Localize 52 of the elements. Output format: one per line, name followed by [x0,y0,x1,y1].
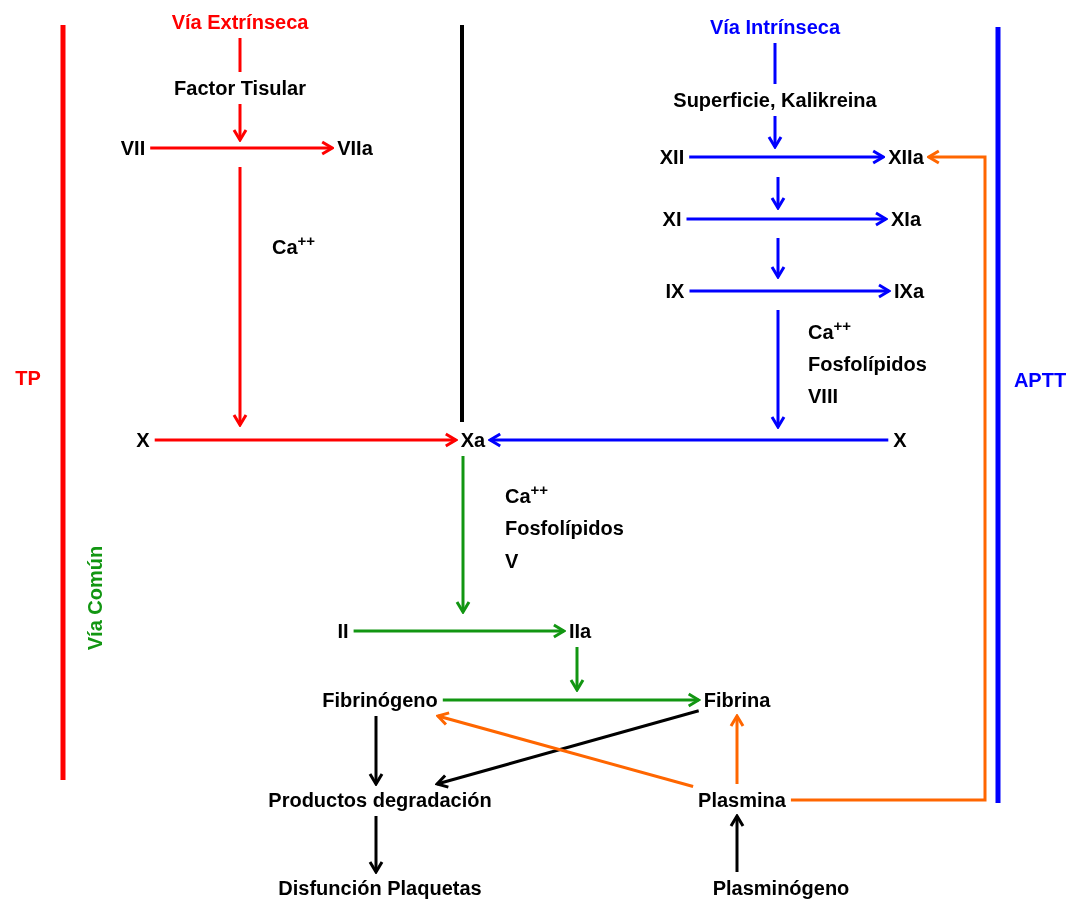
arrow [150,140,334,156]
factor-label: X [893,429,907,451]
connector-line [238,38,242,72]
factor-label: XIa [891,208,921,230]
factor-label: Fibrinógeno [322,689,438,711]
factor-label: IX [665,280,685,302]
cofactor-label: Fosfolípidos [808,353,927,375]
cofactor-label: Ca$^{++}$ [505,485,549,507]
bracket-label: Vía Común [84,545,106,651]
arrow [729,714,745,784]
arrow [488,432,889,448]
connector-line [773,43,777,84]
cofactor-label: Fosfolípidos [505,517,624,539]
arrow [232,104,248,142]
arrow [154,432,458,448]
factor-label: Xa [460,429,486,451]
factor-label: Disfunción Plaquetas [278,877,482,899]
arrow [569,647,585,692]
arrow [442,692,701,708]
arrow [729,814,745,872]
arrow [368,816,384,874]
pathway-title: Vía Intrínseca [709,16,841,38]
factor-label: Plasmina [698,789,786,811]
factor-label: IXa [894,280,924,302]
cofactor-label: VIII [808,385,838,407]
arrow [689,283,891,299]
pathway-title: Vía Extrínseca [171,11,309,33]
arrow [455,456,471,614]
factor-label: X [136,429,150,451]
factor-label: XII [659,146,685,168]
arrow [368,716,384,786]
arrow [686,211,888,227]
arrow [790,149,987,802]
cofactor-label: Ca$^{++}$ [808,321,852,343]
factor-label: Fibrina [703,689,771,711]
factor-label: Productos degradación [268,789,492,811]
factor-label: Superficie, Kalikreina [673,89,877,111]
bracket-label: APTT [1013,369,1067,391]
factor-label: VII [120,137,146,159]
factor-label: Factor Tisular [174,77,306,99]
bracket-label: TP [15,367,41,389]
factor-label: VIIa [337,137,373,159]
arrow [353,623,566,639]
factor-label: II [337,620,349,642]
cofactor-label: V [505,550,519,572]
factor-label: IIa [568,620,592,642]
factor-label: XIIa [888,146,924,168]
factor-label: XI [662,208,682,230]
arrow [689,149,885,165]
cofactor-label: Ca$^{++}$ [272,236,316,258]
factor-label: Plasminógeno [712,877,850,899]
arrow [767,116,783,149]
